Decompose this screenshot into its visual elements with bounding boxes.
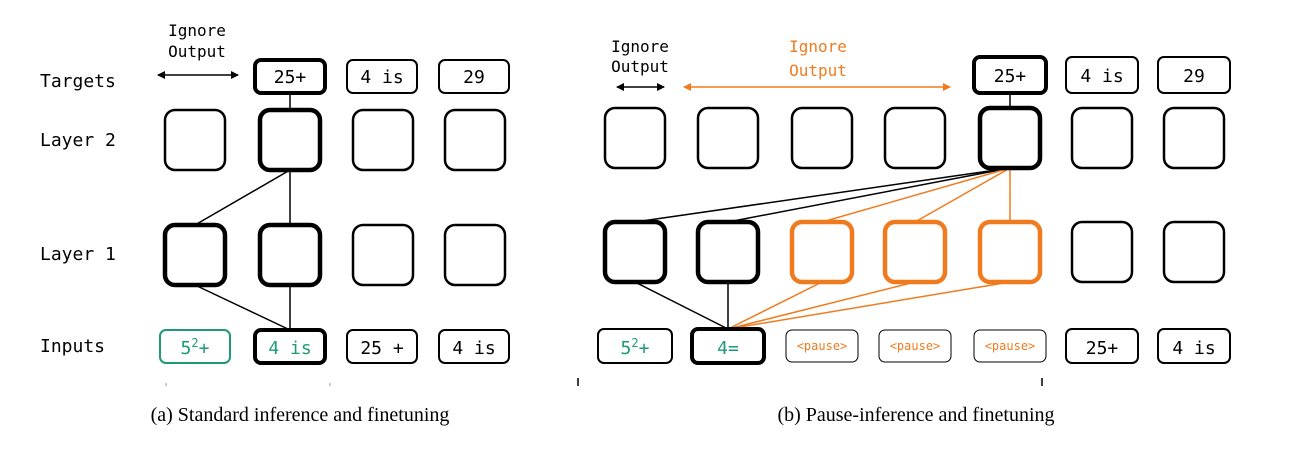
layer2-unit bbox=[163, 108, 227, 172]
target-token-box bbox=[438, 59, 510, 94]
input-token-text: 52+ bbox=[621, 336, 650, 359]
ignore-output-label: Ignore bbox=[168, 21, 226, 40]
layer1-unit-pause bbox=[977, 219, 1043, 285]
panel-a-layer1 bbox=[162, 222, 507, 288]
pause-token-box bbox=[785, 329, 859, 363]
layer2-unit bbox=[696, 106, 760, 170]
connection-line bbox=[634, 281, 729, 330]
panel-standard-inference: Ignore Output Targets Layer 2 Layer 1 In… bbox=[40, 21, 510, 426]
target-token-text: 4 is bbox=[1080, 66, 1123, 87]
input-token-box bbox=[1065, 328, 1139, 364]
layer2-unit bbox=[603, 106, 667, 170]
panel-a-connections bbox=[194, 93, 291, 331]
panel-b-layer2 bbox=[603, 105, 1226, 171]
input-token-text: 52+ bbox=[181, 336, 210, 359]
ignore-output-label-orange: Output bbox=[789, 61, 847, 80]
layer2-unit bbox=[1162, 106, 1226, 170]
panel-b-layer1 bbox=[602, 219, 1226, 285]
input-token-text: 25 + bbox=[360, 338, 404, 359]
panel-a-inputs: 52+ 4 is 25 + 4 is bbox=[159, 328, 510, 365]
layer1-unit bbox=[602, 219, 668, 285]
input-token-text: 25+ bbox=[1086, 338, 1119, 359]
target-token-text: 29 bbox=[463, 67, 485, 88]
panel-pause-inference: Ignore Output Ignore Output 25+ 4 is 29 bbox=[577, 37, 1231, 426]
layer1-unit bbox=[1070, 220, 1134, 284]
input-token-box bbox=[253, 328, 327, 365]
layer2-unit bbox=[443, 108, 507, 172]
panel-b-connections bbox=[634, 93, 1011, 330]
row-label-layer2: Layer 2 bbox=[40, 130, 116, 151]
layer1-unit-pause bbox=[882, 219, 948, 285]
connection-line bbox=[194, 284, 291, 331]
pause-token-box bbox=[878, 329, 952, 363]
connection-line-orange bbox=[727, 281, 1011, 330]
layer1-unit-pause bbox=[789, 219, 855, 285]
target-token-box bbox=[972, 55, 1048, 95]
caption-b: (b) Pause-inference and finetuning bbox=[777, 404, 1054, 426]
caption-a: (a) Standard inference and finetuning bbox=[151, 404, 450, 426]
target-token-text: 4 is bbox=[360, 67, 403, 88]
input-token-text: 4= bbox=[717, 338, 739, 359]
layer2-unit bbox=[883, 106, 947, 170]
layer1-unit bbox=[1162, 220, 1226, 284]
connection-line-orange bbox=[727, 281, 916, 330]
row-label-inputs: Inputs bbox=[40, 336, 105, 357]
connection-line bbox=[634, 167, 1011, 223]
panel-b-inputs: 52+ 4= <pause> <pause> <pause> 25+ 4 is bbox=[597, 327, 1231, 365]
connection-line bbox=[727, 167, 1011, 223]
ignore-output-label: Ignore bbox=[611, 37, 669, 56]
target-token-box bbox=[346, 59, 418, 94]
input-token-box bbox=[159, 329, 231, 364]
connection-line-orange bbox=[914, 167, 1011, 223]
pause-token-text: <pause> bbox=[890, 339, 941, 353]
ignore-output-label-orange: Ignore bbox=[789, 37, 847, 56]
layer2-unit bbox=[1070, 106, 1134, 170]
target-token-box bbox=[1157, 56, 1231, 94]
target-token-text: 25+ bbox=[994, 66, 1027, 87]
connection-line bbox=[194, 169, 291, 226]
connection-line-orange bbox=[821, 167, 1011, 223]
ignore-output-label: Output bbox=[611, 57, 669, 76]
layer2-unit bbox=[257, 107, 323, 173]
layer1-unit bbox=[695, 219, 761, 285]
layer1-unit bbox=[257, 222, 323, 288]
target-token-text: 25+ bbox=[274, 67, 307, 88]
connection-line-orange bbox=[727, 281, 823, 330]
layer1-unit bbox=[351, 223, 415, 287]
pause-token-text: <pause> bbox=[985, 339, 1036, 353]
panel-a-targets: 25+ 4 is 29 bbox=[253, 58, 510, 95]
input-token-text: 4 is bbox=[1172, 338, 1215, 359]
input-token-box bbox=[690, 327, 766, 365]
layer2-unit bbox=[351, 108, 415, 172]
panel-a-layer2 bbox=[163, 107, 507, 173]
target-token-text: 29 bbox=[1183, 66, 1205, 87]
target-token-box bbox=[253, 58, 327, 95]
pause-token-box bbox=[973, 329, 1047, 363]
target-token-box bbox=[1065, 56, 1139, 94]
input-token-text: 4 is bbox=[268, 338, 311, 359]
pause-token-text: <pause> bbox=[797, 339, 848, 353]
input-token-box bbox=[1157, 328, 1231, 364]
panel-b-targets: 25+ 4 is 29 bbox=[972, 55, 1231, 95]
layer2-unit bbox=[977, 105, 1043, 171]
input-token-box bbox=[346, 329, 418, 364]
layer1-unit bbox=[162, 222, 228, 288]
input-token-box bbox=[438, 329, 510, 364]
input-token-text: 4 is bbox=[452, 338, 495, 359]
layer1-unit bbox=[443, 223, 507, 287]
input-token-box bbox=[597, 328, 673, 364]
layer2-unit bbox=[790, 106, 854, 170]
row-label-layer1: Layer 1 bbox=[40, 244, 116, 265]
row-label-targets: Targets bbox=[40, 71, 116, 92]
ignore-output-label: Output bbox=[168, 42, 226, 61]
